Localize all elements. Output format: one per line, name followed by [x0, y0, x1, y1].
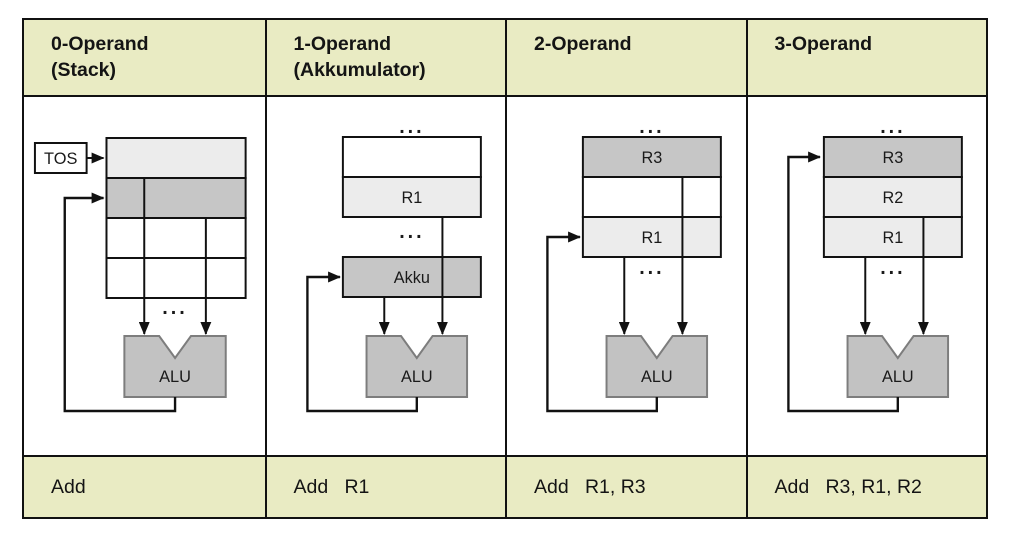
header-title: 2-Operand [534, 33, 632, 55]
tos-box: TOS [33, 142, 105, 174]
register-r1-label: R1 [641, 229, 662, 247]
ellipsis-bottom: ... [162, 297, 187, 319]
header-title: 0-Operand [51, 33, 149, 55]
alu-label: ALU [400, 368, 432, 386]
diagram-cell-2-operand: ... R3 R1 ... ALU [505, 97, 746, 455]
akku-register: Akku [341, 256, 482, 298]
instruction-text: Add R1 [293, 475, 370, 498]
header-title: 3-Operand [774, 33, 873, 55]
alu-unit: ALU [605, 335, 709, 398]
akku-label: Akku [393, 269, 429, 287]
ellipsis-top: ... [399, 116, 424, 138]
header-cell-3-operand: 3-Operand [745, 20, 986, 97]
three-operand-architecture-diagram: ... R3 R2 R1 ... [786, 116, 963, 413]
alu-unit: ALU [846, 335, 949, 398]
ellipsis-top: ... [880, 116, 905, 138]
ellipsis-bottom: ... [639, 257, 664, 279]
writeback-loop [305, 271, 418, 413]
ellipsis-bottom: ... [880, 257, 905, 279]
accumulator-architecture-diagram: ... R1 ... Akku [305, 116, 482, 413]
register-file: R1 [341, 136, 482, 218]
alu-unit: ALU [365, 335, 468, 398]
stack-architecture-diagram: TOS ... ALU [33, 137, 247, 413]
operand-flow-arrows [859, 217, 929, 335]
tos-label: TOS [44, 150, 77, 168]
register-r3-label: R3 [882, 149, 903, 167]
ellipsis-bottom: ... [399, 221, 424, 243]
header-title: 1-Operand [293, 33, 392, 55]
two-operand-architecture-diagram: ... R3 R1 ... ALU [546, 116, 722, 413]
instruction-text: Add R3, R1, R2 [774, 475, 922, 498]
register-r3-label: R3 [641, 149, 662, 167]
register-file: R3 R2 R1 [822, 136, 963, 258]
alu-label: ALU [641, 368, 673, 386]
header-cell-2-operand: 2-Operand [505, 20, 746, 97]
operand-architecture-table: 0-Operand (Stack) 1-Operand (Akkumulator… [22, 18, 988, 519]
instruction-cell-stack: Add [24, 455, 265, 517]
alu-label: ALU [881, 368, 913, 386]
diagram-cell-akkumulator: ... R1 ... Akku [264, 97, 505, 455]
stack-register-file [105, 137, 247, 299]
diagram-cell-stack: TOS ... ALU [24, 97, 265, 455]
header-subtitle: (Stack) [51, 58, 117, 81]
ellipsis-top: ... [639, 116, 664, 138]
writeback-loop [786, 151, 899, 413]
writeback-loop [63, 192, 177, 413]
instruction-cell-akkumulator: Add R1 [264, 455, 505, 517]
register-r2-label: R2 [882, 189, 903, 207]
writeback-loop [546, 231, 658, 413]
instruction-cell-2-operand: Add R1, R3 [505, 455, 746, 517]
instruction-text: Add [51, 475, 86, 498]
operand-flow-arrows [378, 217, 448, 335]
alu-label: ALU [159, 368, 191, 386]
alu-unit: ALU [123, 335, 227, 398]
register-file: R3 R1 [581, 136, 722, 258]
header-cell-0-operand: 0-Operand (Stack) [24, 20, 265, 97]
register-r1-label: R1 [882, 229, 903, 247]
diagram-cell-3-operand: ... R3 R2 R1 ... [745, 97, 986, 455]
operand-flow-arrows [138, 178, 212, 335]
instruction-cell-3-operand: Add R3, R1, R2 [745, 455, 986, 517]
header-cell-1-operand: 1-Operand (Akkumulator) [264, 20, 505, 97]
operand-flow-arrows [618, 177, 688, 335]
instruction-text: Add R1, R3 [534, 475, 646, 498]
header-subtitle: (Akkumulator) [293, 58, 426, 81]
register-r1-label: R1 [401, 189, 422, 207]
